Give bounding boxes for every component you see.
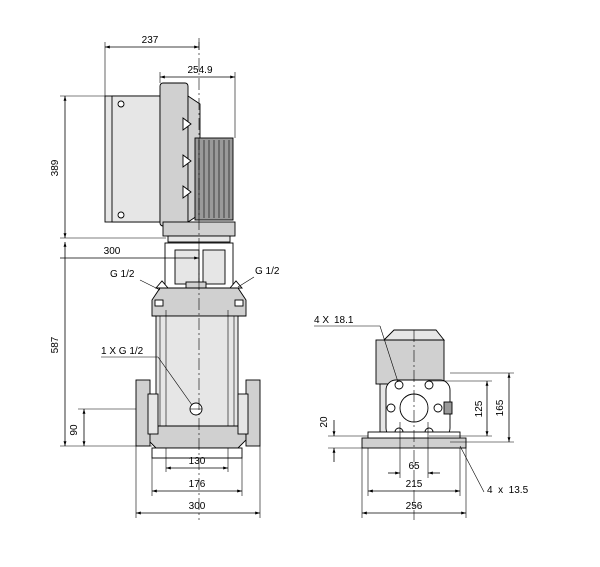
motor-cover (111, 95, 161, 223)
head-bolt (234, 299, 244, 307)
dim-flange-inner: 125 (474, 400, 485, 417)
dim-base-middle: 176 (189, 479, 206, 490)
label-foot-holes: 4 x 13.5 (487, 485, 529, 496)
screw-icon (117, 100, 125, 108)
side-motor-mount (375, 339, 445, 385)
front-dimensions: 237 254.9 389 300 587 90 G 1/2 G 1/2 1 X… (50, 35, 280, 518)
bolt-hole-icon (424, 380, 434, 390)
side-view (361, 329, 467, 520)
dim-flange-outer: 165 (495, 399, 506, 416)
label-bolt-holes: 4 X (314, 315, 329, 326)
screw-icon (117, 211, 125, 219)
outlet-pipe (237, 393, 249, 435)
vent-plug-left (155, 280, 169, 289)
head-bolt (154, 299, 164, 307)
pump-base (147, 425, 247, 449)
bolt-hole-icon (433, 403, 443, 413)
label-bolt-hole-dia: 18.1 (334, 315, 354, 326)
label-gauge-right: G 1/2 (255, 266, 280, 277)
dim-base-inner: 130 (189, 456, 206, 467)
dim-side-base-inner: 215 (406, 479, 423, 490)
coupling-window (202, 249, 226, 285)
cable-gland-icon (182, 117, 192, 131)
dim-port: 65 (408, 461, 420, 472)
dim-shaft-width: 300 (104, 246, 121, 257)
cable-gland-icon (182, 185, 192, 199)
bolt-hole-icon (386, 403, 396, 413)
terminal-box (159, 82, 189, 227)
dim-motor-width: 254.9 (187, 65, 212, 76)
dim-top-width: 237 (142, 35, 159, 46)
dim-total-height: 587 (50, 336, 61, 353)
base-foot (151, 447, 243, 459)
side-port (443, 401, 453, 415)
dim-side-base-total: 256 (406, 501, 423, 512)
cable-gland-icon (182, 154, 192, 168)
label-gauge-left: G 1/2 (110, 269, 135, 280)
side-dimensions: 4 X 18.1 125 165 20 65 215 (314, 315, 529, 518)
inlet-pipe (147, 393, 159, 435)
label-drain: 1 X G 1/2 (101, 346, 144, 357)
dim-base-total: 300 (189, 501, 206, 512)
dim-foot-height: 20 (319, 416, 330, 428)
dim-motor-height: 389 (50, 159, 61, 176)
bolt-hole-icon (394, 380, 404, 390)
dim-inlet-height: 90 (69, 424, 80, 436)
coupling-window (174, 249, 200, 285)
front-view (104, 38, 261, 520)
